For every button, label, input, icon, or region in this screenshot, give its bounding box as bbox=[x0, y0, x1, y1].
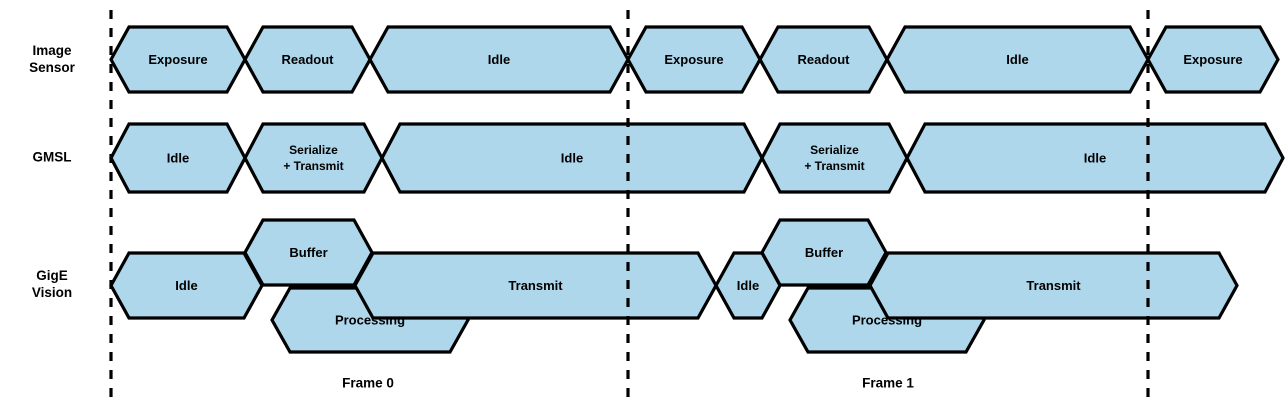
timing-block-label: Idle bbox=[1084, 150, 1106, 165]
timing-block-label: Exposure bbox=[148, 52, 207, 67]
frame-label-frame-1: Frame 1 bbox=[862, 376, 914, 391]
timing-block-is-f1-idle[interactable]: Idle bbox=[885, 25, 1150, 94]
timing-block-gmsl-f0-idle2[interactable]: Idle bbox=[380, 122, 764, 194]
timing-block-is-f2-exposure[interactable]: Exposure bbox=[1146, 25, 1280, 94]
timing-block-label: Readout bbox=[798, 52, 851, 67]
timing-block-label: Idle bbox=[175, 278, 197, 293]
timing-block-label: Transmit bbox=[1026, 278, 1081, 293]
timing-block-is-f0-readout[interactable]: Readout bbox=[243, 25, 372, 94]
timing-block-label: Idle bbox=[561, 150, 583, 165]
timing-block-label: Idle bbox=[167, 150, 189, 165]
timing-block-is-f0-exposure[interactable]: Exposure bbox=[109, 25, 247, 94]
timing-block-gige-f0-transmit[interactable]: Transmit bbox=[353, 251, 718, 320]
row-label-image-sensor: Image bbox=[32, 43, 72, 58]
row-label-gige-vision: GigE bbox=[36, 268, 68, 283]
timing-block-shape bbox=[868, 251, 1239, 320]
timing-block-label: Exposure bbox=[664, 52, 723, 67]
timing-block-gmsl-f1-idle[interactable]: Idle bbox=[905, 122, 1285, 194]
timing-block-label-line1: Serialize bbox=[810, 143, 859, 157]
timing-block-gmsl-f0-idle[interactable]: Idle bbox=[109, 122, 247, 194]
timing-block-label-line2: + Transmit bbox=[283, 159, 343, 173]
timing-block-is-f0-idle[interactable]: Idle bbox=[368, 25, 630, 94]
timing-block-label: Readout bbox=[282, 52, 335, 67]
frame-dividers-layer bbox=[109, 10, 1150, 405]
timing-block-label: Exposure bbox=[1183, 52, 1242, 67]
timing-block-label-line1: Serialize bbox=[289, 143, 338, 157]
timing-block-gige-f1-buffer[interactable]: Buffer bbox=[760, 218, 888, 287]
timing-block-is-f1-exposure[interactable]: Exposure bbox=[626, 25, 762, 94]
row-label-gmsl: GMSL bbox=[33, 150, 72, 165]
timing-block-label: Idle bbox=[1006, 52, 1028, 67]
row-label-gige-vision-line2: Vision bbox=[32, 285, 72, 300]
timing-block-shape bbox=[243, 122, 384, 194]
row-label-image-sensor-line2: Sensor bbox=[29, 60, 76, 75]
timing-block-shape bbox=[760, 122, 909, 194]
timing-block-label: Buffer bbox=[289, 245, 327, 260]
frame-label-frame-0: Frame 0 bbox=[342, 376, 394, 391]
timing-block-is-f1-readout[interactable]: Readout bbox=[758, 25, 889, 94]
timing-block-gige-f0-buffer[interactable]: Buffer bbox=[243, 218, 374, 287]
timing-block-gmsl-f1-serialize[interactable]: Serialize + Transmit bbox=[760, 122, 909, 194]
timing-block-shape bbox=[760, 218, 888, 287]
timing-block-label-line2: + Transmit bbox=[804, 159, 864, 173]
timing-block-gige-f1-transmit[interactable]: Transmit bbox=[868, 251, 1239, 320]
timing-block-gige-f0-idle[interactable]: Idle bbox=[109, 251, 264, 320]
timing-block-label: Idle bbox=[488, 52, 510, 67]
timing-block-label: Buffer bbox=[805, 245, 843, 260]
frame-labels-layer: Frame 0 Frame 1 bbox=[342, 376, 914, 391]
timing-block-label: Transmit bbox=[508, 278, 563, 293]
timing-block-label: Idle bbox=[737, 278, 759, 293]
timing-block-shape bbox=[1146, 25, 1280, 94]
timing-block-shape bbox=[905, 122, 1285, 194]
timing-block-gmsl-f0-serialize[interactable]: Serialize + Transmit bbox=[243, 122, 384, 194]
